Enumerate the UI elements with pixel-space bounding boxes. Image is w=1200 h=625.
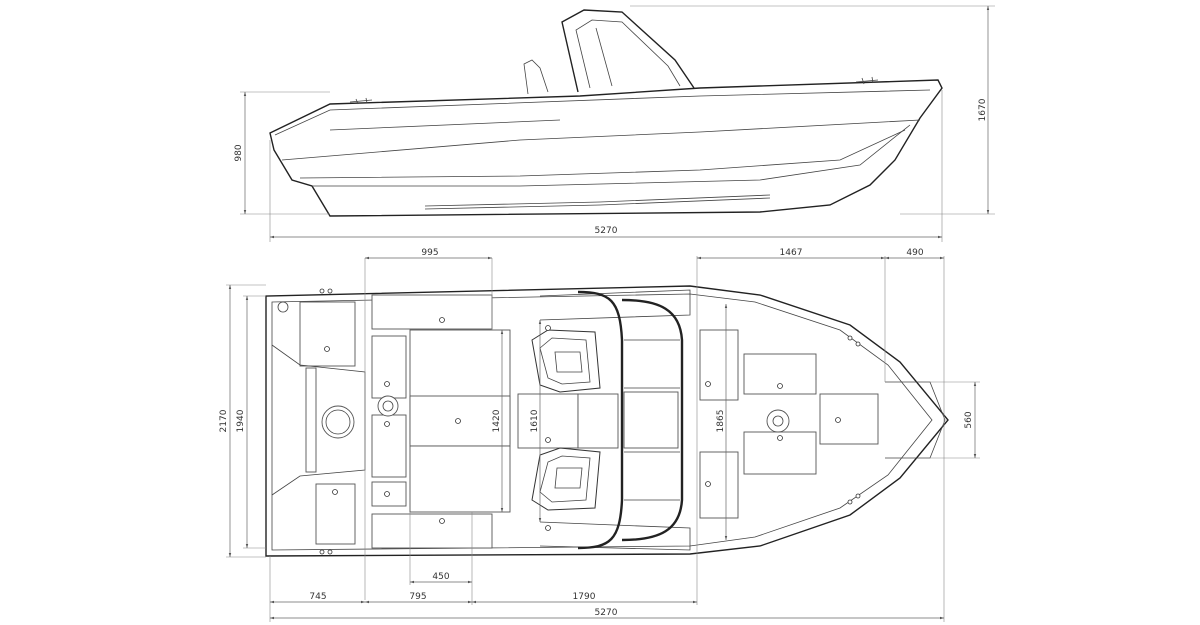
dim-beam-label: 1940 [236,409,246,432]
plan-inner-gunwale [271,293,933,551]
aft-bench-bottom [371,513,493,549]
plan-view: 995 1467 490 2170 1940 1420 1610 1865 56… [219,248,980,622]
dim-total-height-label: 1670 [978,98,988,121]
dim-aft-bench-label: 795 [409,592,426,602]
dim-bow-section-label: 490 [906,248,923,258]
aft-locker-1 [371,335,407,399]
dim-cockpit-length-label: 995 [421,248,438,258]
transom-locker-top [299,301,356,367]
dim-midship-label: 1790 [573,592,596,602]
dim-console-width-label: 1610 [530,409,540,432]
transom-rail [305,367,317,473]
fore-locker-1 [699,329,739,401]
windshield-frame-outer [621,298,684,542]
transom-locker-bottom [315,483,356,545]
console-outline-top [539,289,691,321]
helm-seat-top [531,329,601,393]
dim-deck-width-label: 1865 [716,410,726,433]
pedestal-fore [766,409,790,433]
strake-line-2 [424,197,771,210]
windshield-frame-plan [577,290,624,550]
pedestal-aft [377,395,399,417]
dim-plan-length-label: 5270 [595,608,618,618]
helm-seat-bottom [531,447,601,511]
cleat-bow [855,76,879,85]
dim-overall-width-label: 2170 [219,409,229,432]
dim-side-length-label: 5270 [595,226,618,236]
dim-seat-base-label: 450 [432,572,449,582]
fuel-cap [277,301,289,313]
spray-rail [299,129,906,179]
dim-bow-hatch-label: 560 [964,411,974,428]
dim-hull-height-label: 980 [234,144,244,161]
strake-line [424,194,771,207]
helm-floor-right [577,393,619,449]
cockpit-floor-bottom [409,445,511,513]
keel-line [312,124,911,187]
cleat-aft [349,97,373,105]
helm-seat-side [523,59,549,95]
bow-tip [885,381,946,459]
plan-hull-outline [265,285,949,557]
console-outline-bottom [539,521,691,551]
windshield-frame [561,9,695,93]
deck-line [329,119,561,131]
console-panel [623,391,679,449]
gunwale-line [274,89,931,136]
fore-hatch-3 [819,393,879,445]
windshield-glass [575,19,681,89]
windshield-strut [595,27,613,87]
chine-line [281,119,921,161]
side-hull-outline [269,79,943,217]
deck-bolts [319,288,861,555]
aft-bench-top [371,294,493,330]
dim-console-to-bow-label: 1467 [780,248,803,258]
side-view: 980 1670 5270 [234,5,995,242]
drain-hatch [321,405,355,439]
dim-seat-width-label: 1420 [492,409,502,432]
dim-transom-depth-label: 745 [309,592,326,602]
